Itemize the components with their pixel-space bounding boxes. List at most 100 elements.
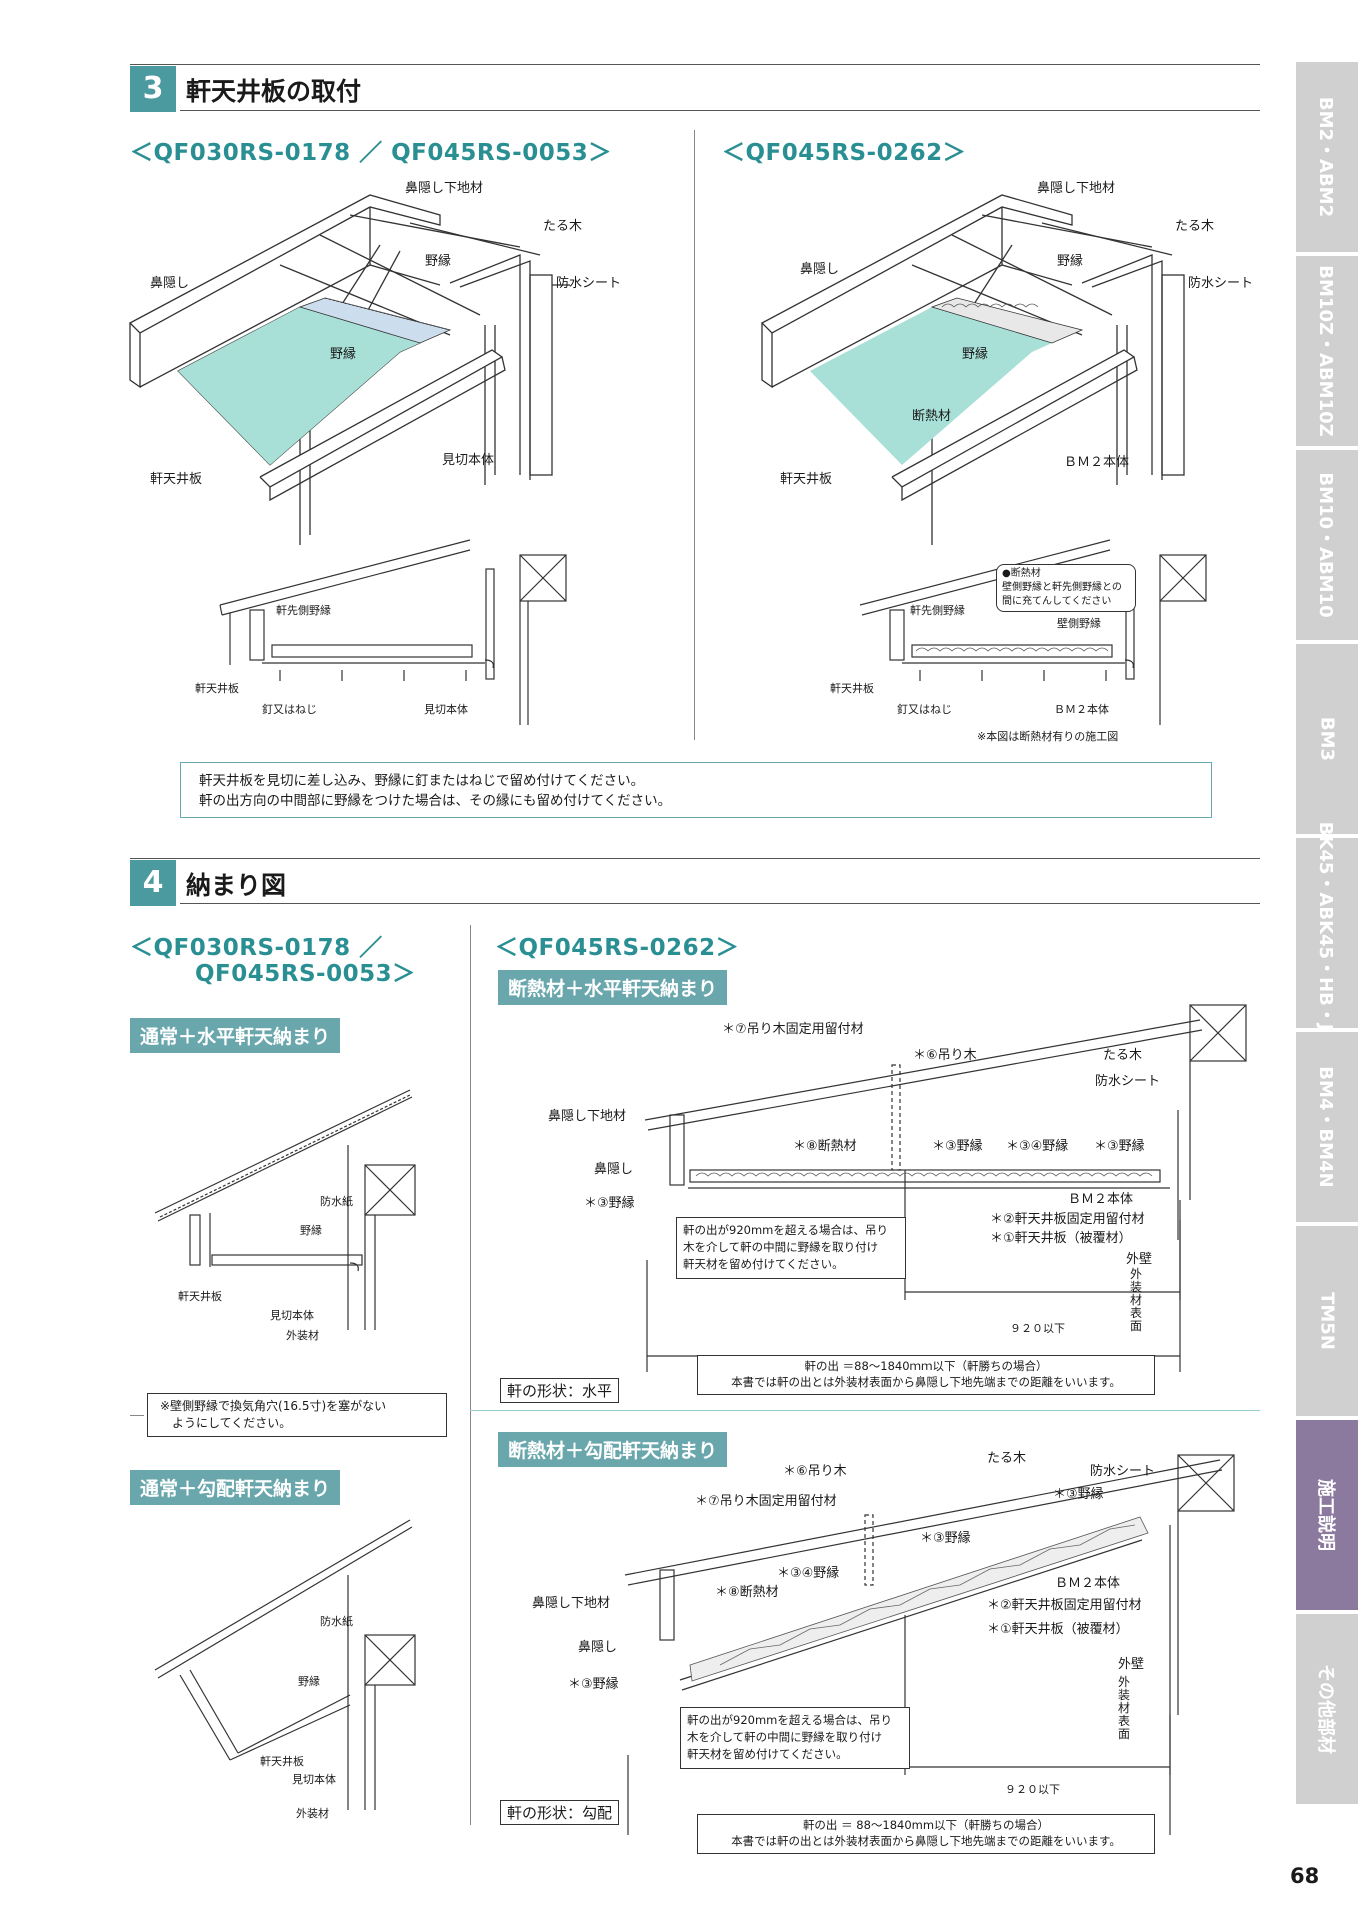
label: ＊⑥吊り木	[783, 1464, 847, 1479]
section-title: 納まり図	[186, 871, 287, 900]
eave-depth-note: 軒の出 ＝ 88～1840mm以下（軒勝ちの場合） 本書では軒の出とは外装材表面…	[697, 1814, 1155, 1854]
tab-label: BM3	[1316, 716, 1338, 762]
label: ＊③④野縁	[1006, 1139, 1069, 1154]
tab-bm10z[interactable]: BM10Z・ABM10Z	[1296, 256, 1358, 446]
label: 鼻隠し下地材	[405, 181, 484, 196]
label: 野縁	[962, 347, 989, 362]
label: 見切本体	[442, 453, 495, 468]
label: ＊③野縁	[568, 1677, 619, 1692]
section-title: 軒天井板の取付	[186, 77, 362, 106]
tab-other-parts[interactable]: その他部材	[1296, 1614, 1358, 1804]
tab-label: 施工説明	[1315, 1479, 1336, 1551]
label: ＊③野縁	[1094, 1139, 1145, 1154]
model-heading: QF045RS-0053＞	[195, 961, 416, 987]
label: 防水シート	[1095, 1074, 1161, 1089]
subsection-label: 断熱材＋水平軒天納まり	[498, 970, 728, 1005]
tab-label: BM2・ABM2	[1315, 96, 1336, 218]
tab-instructions[interactable]: 施工説明	[1296, 1420, 1358, 1610]
tab-bm10[interactable]: BM10・ABM10	[1296, 450, 1358, 640]
tab-bk45[interactable]: BK45・ABK45・HB・JB	[1296, 822, 1358, 1044]
label: 野縁	[300, 1224, 322, 1237]
label: 外装材表面	[1130, 1267, 1143, 1333]
column-divider	[694, 130, 695, 740]
label: 軒天井板	[830, 682, 874, 695]
section-rule-top	[130, 64, 1260, 65]
note-line: 本書では軒の出とは外装材表面から鼻隠し下地先端までの距離をいいます。	[731, 1834, 1121, 1848]
tab-bm3[interactable]: BM3	[1296, 644, 1358, 834]
label: 釘又はねじ	[262, 703, 317, 716]
dimension-label: ９２０以下	[1005, 1783, 1060, 1796]
label: 見切本体	[292, 1773, 336, 1786]
note-line: 軒の出 ＝88～1840ｍｍ以下（軒勝ちの場合）	[804, 1359, 1048, 1373]
model-heading: ＜QF030RS-0178 ／	[130, 935, 383, 961]
insulation-callout: ●断熱材 壁側野縁と軒先側野縁との 間に充てんしてください	[996, 564, 1136, 612]
note-line: 軒の出 ＝ 88～1840mm以下（軒勝ちの場合）	[802, 1818, 1050, 1832]
footnote: ※本図は断熱材有りの施工図	[977, 730, 1119, 743]
vent-note: ※壁側野縁で換気角穴(16.5寸)を塞がない ようにしてください。	[147, 1393, 447, 1437]
label: ＢＭ２本体	[1055, 1576, 1121, 1591]
detail-normal-horizontal	[154, 1089, 416, 1330]
callout-line: 壁側野縁と軒先側野縁との	[1002, 582, 1122, 593]
column-divider	[470, 925, 471, 1825]
label: 鼻隠し	[800, 262, 840, 277]
label: 軒天井板	[150, 472, 203, 487]
label: 軒先側野縁	[910, 604, 965, 617]
subsection-label: 断熱材＋勾配軒天納まり	[498, 1432, 728, 1467]
label: 断熱材	[912, 409, 952, 424]
subsection-label: 通常＋勾配軒天納まり	[130, 1470, 341, 1505]
label: 鼻隠し下地材	[532, 1596, 611, 1611]
label: たる木	[1175, 219, 1215, 234]
label: 見切本体	[270, 1309, 314, 1322]
label: ＊⑧断熱材	[793, 1139, 857, 1154]
note-line: 軒天井板を見切に差し込み、野縁に釘またはねじで留め付けてください。	[199, 773, 645, 789]
note-line: 軒天材を留め付けてください。	[683, 1257, 844, 1271]
model-heading: ＜QF030RS-0178 ／ QF045RS-0053＞	[130, 140, 612, 166]
section-rule-bottom	[180, 110, 1260, 111]
label: たる木	[543, 219, 583, 234]
label: 外壁	[1126, 1252, 1153, 1267]
label: 釘又はねじ	[897, 703, 952, 716]
label: 壁側野縁	[1057, 617, 1101, 630]
label: ＊⑥吊り木	[913, 1048, 977, 1063]
note-line: ※壁側野縁で換気角穴(16.5寸)を塞がない	[160, 1399, 387, 1413]
label: ＊③野縁	[1053, 1487, 1104, 1502]
eave-shape-label: 軒の形状：水平	[500, 1378, 620, 1403]
note-line: 軒天材を留め付けてください。	[687, 1747, 848, 1761]
tab-label: その他部材	[1315, 1664, 1336, 1754]
dimension-label: ９２０以下	[1010, 1322, 1065, 1335]
model-heading: ＜QF045RS-0262＞	[722, 140, 967, 166]
tab-label: BM4・BM4N	[1315, 1066, 1336, 1188]
label: ＢＭ２本体	[1064, 455, 1130, 470]
tab-tm5n[interactable]: TM5N	[1296, 1226, 1358, 1416]
tab-bm2[interactable]: BM2・ABM2	[1296, 62, 1358, 252]
divider	[130, 1415, 144, 1416]
label: 防水紙	[320, 1195, 353, 1208]
detail-insulated-horizontal	[644, 1004, 1247, 1372]
label: 鼻隠し	[578, 1640, 618, 1655]
label: ＊①軒天井板（被覆材）	[990, 1231, 1132, 1246]
eave-isometric-drawing	[128, 194, 570, 545]
section-number: 4	[130, 860, 176, 906]
section-rule-bottom	[180, 903, 1260, 904]
detail-normal-sloped	[154, 1519, 416, 1810]
label: 防水シート	[556, 276, 622, 291]
tab-label: BK45・ABK45・HB・JB	[1315, 821, 1336, 1045]
label: たる木	[987, 1451, 1027, 1466]
note-line: ようにしてください。	[172, 1416, 292, 1430]
label: 防水シート	[1188, 276, 1254, 291]
eave-isometric-drawing-insulated	[760, 194, 1185, 545]
label: 防水紙	[320, 1615, 353, 1628]
tab-label: TM5N	[1316, 1292, 1338, 1350]
label: 鼻隠し	[150, 276, 190, 291]
intermediate-note: 軒の出が920mmを超える場合は、吊り 木を介して軒の中間に野縁を取り付け 軒天…	[676, 1217, 906, 1279]
tab-bm4[interactable]: BM4・BM4N	[1296, 1032, 1358, 1222]
note-line: 本書では軒の出とは外装材表面から鼻隠し下地先端までの距離をいいます。	[731, 1375, 1121, 1389]
divider	[470, 1410, 1260, 1411]
label: ＊②軒天井板固定用留付材	[987, 1598, 1142, 1613]
install-note: 軒天井板を見切に差し込み、野縁に釘またはねじで留め付けてください。 軒の出方向の…	[180, 762, 1212, 818]
label: ＊⑦吊り木固定用留付材	[722, 1022, 864, 1037]
label: 野縁	[330, 347, 357, 362]
label: ＊⑧断熱材	[715, 1585, 779, 1600]
label: 外装材表面	[1118, 1675, 1131, 1741]
label: 外壁	[1118, 1657, 1145, 1672]
